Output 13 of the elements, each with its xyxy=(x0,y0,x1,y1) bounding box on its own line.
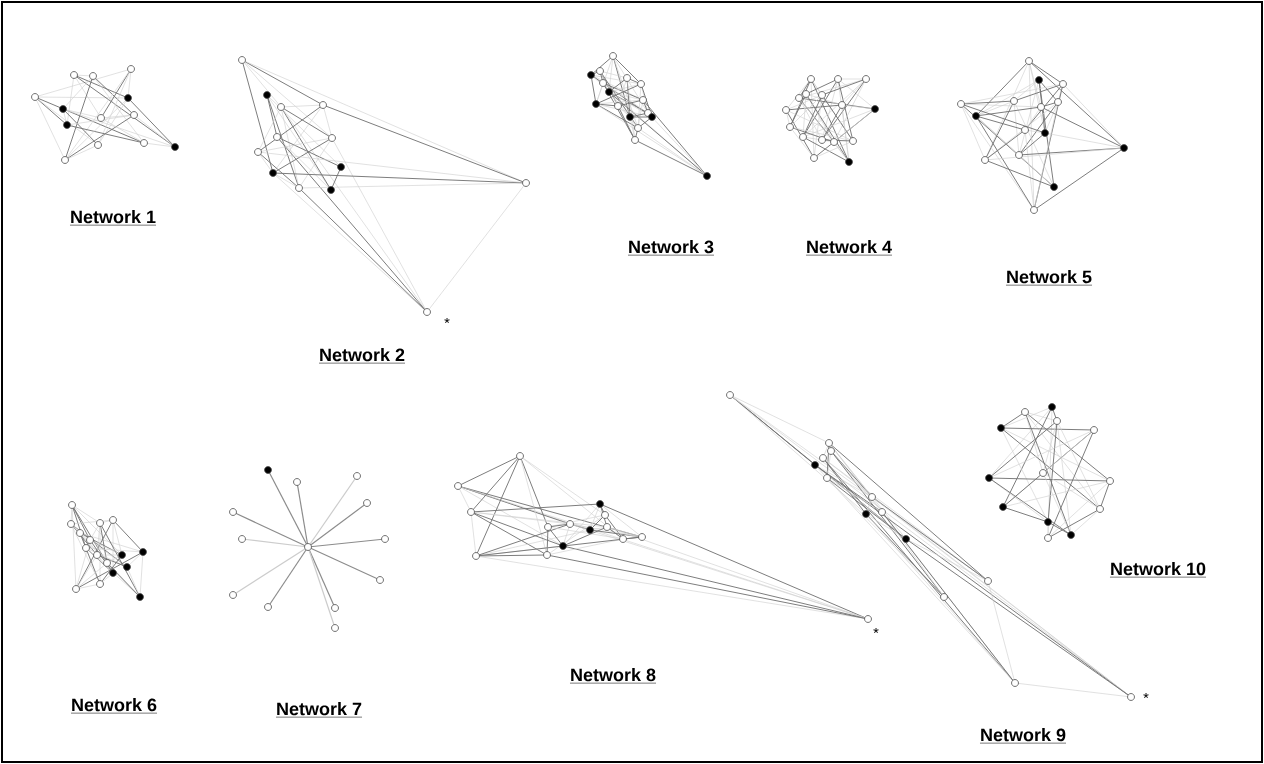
network-label: Network 2 xyxy=(318,348,406,364)
network-label: Network 5 xyxy=(1005,270,1093,286)
network-label: Network 1 xyxy=(69,210,157,226)
network-label: Network 8 xyxy=(569,668,657,684)
network-label: Network 9 xyxy=(979,728,1067,744)
asterisk-mark: * xyxy=(444,317,450,324)
network-label: Network 4 xyxy=(805,240,893,256)
network-label: Network 6 xyxy=(70,698,158,714)
network-label: Network 3 xyxy=(627,240,715,256)
network-label: Network 7 xyxy=(275,702,363,718)
network-label: Network 10 xyxy=(1109,562,1207,578)
asterisk-mark: * xyxy=(1143,692,1149,699)
asterisk-mark: * xyxy=(873,627,879,634)
